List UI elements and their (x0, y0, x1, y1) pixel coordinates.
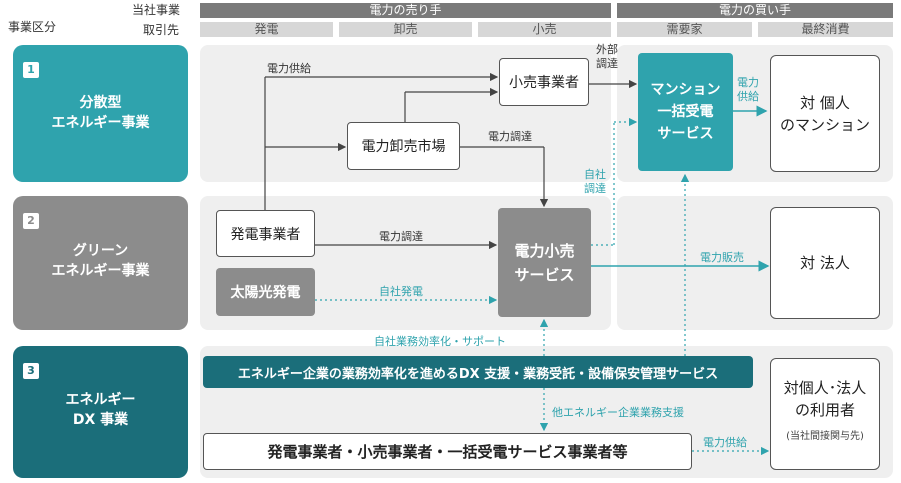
header-customer-label: 取引先 (143, 23, 180, 37)
header-col-generation: 発電 (200, 22, 333, 37)
retailer-node: 小売事業者 (499, 58, 589, 106)
power-generator-node: 発電事業者 (216, 210, 315, 257)
label-power-procurement-market: 電力調達 (488, 130, 532, 143)
target-users-title: 対個人･法人 の利用者 (783, 379, 867, 419)
solar-power-node: 太陽光発電 (216, 268, 315, 316)
target-users: 対個人･法人 の利用者 (当社間接関与先) (770, 358, 880, 470)
header-col-final: 最終消費 (758, 22, 893, 37)
dx-service-banner: エネルギー企業の業務効率化を進めるDX 支援・業務受託・設備保安管理サービス (203, 356, 753, 388)
target-users-note: (当社間接関与先) (786, 431, 864, 442)
label-power-supply-mansion: 電力 供給 (737, 76, 759, 103)
target-individual-mansion: 対 個人 のマンション (770, 55, 880, 172)
label-self-generation: 自社発電 (379, 285, 423, 298)
segment-green-energy: 2 グリーン エネルギー事業 (13, 196, 188, 330)
label-power-procurement-generator: 電力調達 (379, 230, 423, 243)
header-buyers: 電力の買い手 (617, 3, 893, 18)
segment-number: 2 (23, 213, 39, 229)
header-col-retail: 小売 (478, 22, 611, 37)
segment-label: エネルギー DX 事業 (65, 392, 136, 428)
mansion-bulk-power-service-node: マンション 一括受電 サービス (638, 53, 733, 171)
segment-label: 分散型 エネルギー事業 (51, 95, 150, 131)
label-self-efficiency-support: 自社業務効率化・サポート (374, 335, 506, 348)
segment-number: 3 (23, 363, 39, 379)
label-self-procurement: 自社 調達 (584, 168, 606, 195)
segment-energy-dx: 3 エネルギー DX 事業 (13, 346, 188, 478)
label-external-procurement: 外部 調達 (596, 43, 618, 70)
header-company-business-label: 当社事業 (132, 3, 181, 17)
power-retail-service-node: 電力小売 サービス (498, 208, 591, 317)
segment-number: 1 (23, 62, 39, 78)
wholesale-market-node: 電力卸売市場 (347, 122, 460, 170)
label-other-company-support: 他エネルギー企業業務支援 (552, 406, 684, 419)
target-corporate: 対 法人 (770, 207, 880, 319)
header-col-wholesale: 卸売 (339, 22, 472, 37)
segment-distributed-energy: 1 分散型 エネルギー事業 (13, 45, 188, 182)
header-sellers: 電力の売り手 (200, 3, 611, 18)
label-power-supply-top: 電力供給 (267, 62, 311, 75)
header-col-consumer: 需要家 (617, 22, 752, 37)
label-power-supply-bottom: 電力供給 (703, 436, 747, 449)
dx-clients-node: 発電事業者・小売事業者・一括受電サービス事業者等 (203, 433, 692, 470)
header-category-label: 事業区分 (8, 20, 57, 34)
label-power-sales: 電力販売 (700, 251, 744, 264)
segment-label: グリーン エネルギー事業 (51, 243, 150, 279)
